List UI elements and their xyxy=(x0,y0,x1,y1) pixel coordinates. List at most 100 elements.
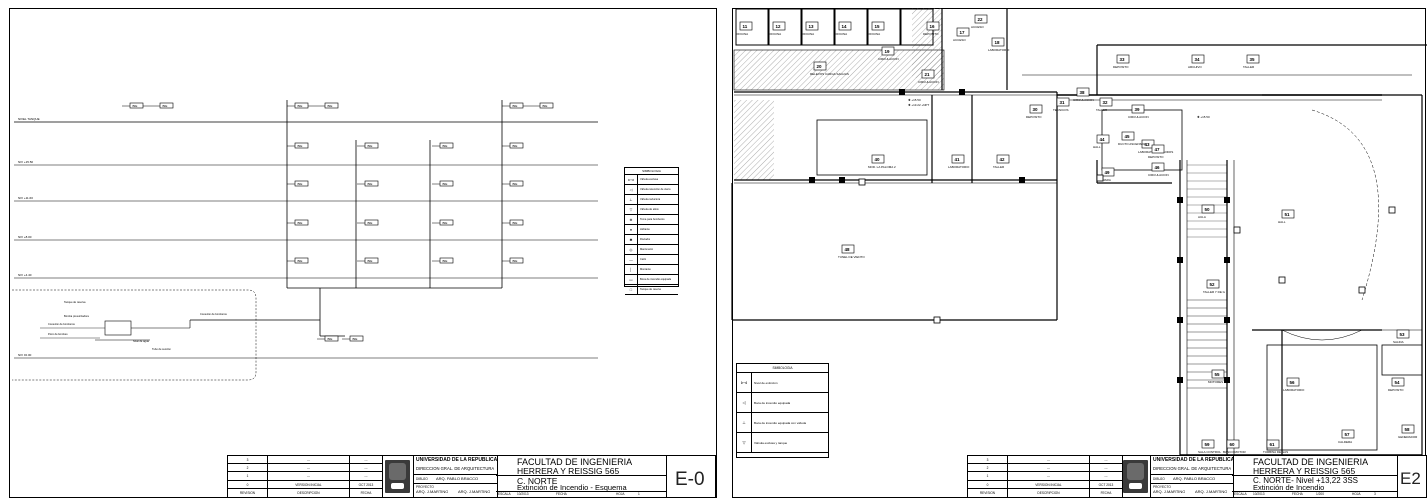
room-number-box xyxy=(1206,279,1220,289)
hatched-area xyxy=(733,49,945,91)
structural-column xyxy=(1177,197,1183,203)
revision-date: OCT 2013 xyxy=(350,480,383,489)
cabinet-label: BIE xyxy=(298,104,303,108)
left-address: HERRERA Y REISSIG 565 xyxy=(517,466,620,476)
room-name: DEPOSITO xyxy=(1113,65,1129,69)
structural-column xyxy=(1177,257,1183,263)
room-number-box xyxy=(1029,104,1043,114)
legend-symbol-icon: ▽ xyxy=(625,205,638,214)
room-name: RELEVOS CARGA SAGUAS xyxy=(810,72,849,76)
legend-row: —Caño xyxy=(625,255,678,265)
level-label: NIVEL TANQUE xyxy=(18,117,40,121)
structural-column xyxy=(1177,317,1183,323)
room-number: 50 xyxy=(1205,207,1211,212)
room-name: CIRCULACION xyxy=(918,80,939,84)
fire-cabinet-icon xyxy=(324,335,339,342)
right-legend: SIMBOLOGIA ⊳⊲Nivel de extinción◁Boca de … xyxy=(736,363,829,458)
room-name: MOD. LA PALOMA 2 xyxy=(868,165,896,169)
fire-cabinet-icon xyxy=(294,180,309,187)
room-name: DEPOSITO xyxy=(1388,388,1404,392)
left-sheet-code: E-0 xyxy=(675,470,705,490)
room-number-box xyxy=(951,154,965,164)
right-scale: 1/200 xyxy=(1316,492,1324,496)
room-name: CIRCULACION xyxy=(1073,98,1094,102)
structural-column xyxy=(1177,377,1183,383)
room-number: 43 xyxy=(1145,142,1151,147)
legend-text: Montante xyxy=(640,268,651,271)
structural-column xyxy=(1224,317,1230,323)
room-number-box xyxy=(1121,131,1135,141)
room-number: 21 xyxy=(925,72,931,77)
fire-cabinet-icon xyxy=(858,178,866,186)
room-name: LABORATORIO xyxy=(948,165,970,169)
room-number: 49 xyxy=(1105,170,1111,175)
right-project-a: ARQ. J.MARTINO xyxy=(1153,489,1186,494)
cabinet-label: BIE xyxy=(298,182,303,186)
room-name: CAMARA xyxy=(1098,178,1111,182)
room-name: TALLER xyxy=(1096,108,1108,112)
left-seal-emblem xyxy=(391,483,404,489)
legend-row: ⊕Toma para bomberos xyxy=(625,215,678,225)
room-number-box xyxy=(1101,167,1115,177)
legend-symbol-icon: ⊕ xyxy=(625,215,638,224)
room-number-box xyxy=(1201,439,1215,449)
room-name: DUCTO ASCENSOR xyxy=(1118,142,1147,146)
room-name: MOTORES xyxy=(1208,380,1223,384)
room-number: 39 xyxy=(1135,107,1141,112)
room-number: 51 xyxy=(1285,212,1291,217)
right-date: 10/2013 xyxy=(1253,492,1265,496)
fire-cabinet-icon xyxy=(933,316,941,324)
pump-note: Pozo de bombeo xyxy=(48,332,68,336)
left-scale-label: ESCALA xyxy=(498,492,511,496)
structural-column xyxy=(1224,197,1230,203)
legend-row: ◁Válvula retención de cierre xyxy=(625,185,678,195)
left-sheet-title-2: Extinción de Incendio - Esquema xyxy=(517,483,627,492)
legend-symbol-icon: │ xyxy=(625,265,638,274)
level-mark: ✚ +15.50 xyxy=(1197,115,1210,119)
room-number-box xyxy=(1096,134,1110,144)
room-number: 20 xyxy=(817,64,823,69)
room-number-box xyxy=(1226,439,1240,449)
room-name: OFICINA xyxy=(802,32,814,36)
room-number: 53 xyxy=(1400,332,1406,337)
legend-row: ⊥Boca de incendio equipada con válvula xyxy=(737,413,828,433)
left-date: 10/2013 xyxy=(517,492,529,496)
legend-text: Válvula reductora xyxy=(640,198,661,201)
legend-row: ◎Manómetro xyxy=(625,245,678,255)
deposit-room xyxy=(1381,344,1423,376)
level-mark: ✚ +13.22 +NPT xyxy=(908,103,929,107)
room-number-box xyxy=(772,21,786,31)
room-number: 34 xyxy=(1195,57,1201,62)
room-name: OFICINA xyxy=(769,32,781,36)
pump-note: Conexión de bomberos xyxy=(48,322,76,326)
fire-cabinet-icon xyxy=(349,335,364,342)
legend-text: Caño xyxy=(640,258,647,261)
level-mark: ✚ +15.50 xyxy=(908,98,921,102)
cabinet-label: BIE xyxy=(163,104,168,108)
room-name: CIRCULACION xyxy=(1148,173,1169,177)
room-number-box xyxy=(1201,204,1215,214)
room-number-box xyxy=(1391,377,1405,387)
room-number-box xyxy=(841,244,855,254)
fire-cabinet-icon xyxy=(364,257,379,264)
legend-text: Nivel de extinción xyxy=(754,380,778,385)
left-direction: DIRECCION GRAL. DE ARQUITECTURA xyxy=(416,466,495,471)
legend-row: ⊳⊲Válvula esclusa xyxy=(625,175,678,185)
right-sheet-title-1: C. NORTE- Nivel +13,22 3SS xyxy=(1253,476,1359,485)
right-drafter: ARQ. PABLO BRACCO xyxy=(1173,476,1216,481)
left-project-a: ARQ. J.MARTINO xyxy=(416,489,449,494)
cabinet-label: BIE xyxy=(298,221,303,225)
cabinet-label: BIE xyxy=(368,182,373,186)
right-scale-label: ESCALA xyxy=(1234,492,1247,496)
left-drafter: ARQ. PABLO BRACCO xyxy=(436,476,479,481)
left-project-b: ARQ. J.MARTINO xyxy=(458,489,491,494)
cabinet-label: BIE xyxy=(298,144,303,148)
right-faculty-block: FACULTAD DE INGENIERIA HERRERA Y REISSIG… xyxy=(1232,456,1397,497)
office-room xyxy=(801,8,835,46)
level-label: NIV +4.40 xyxy=(18,273,32,277)
room-number: 31 xyxy=(1060,100,1066,105)
legend-text: Tanque de reserva xyxy=(640,288,662,291)
room-number-box xyxy=(1396,329,1410,339)
